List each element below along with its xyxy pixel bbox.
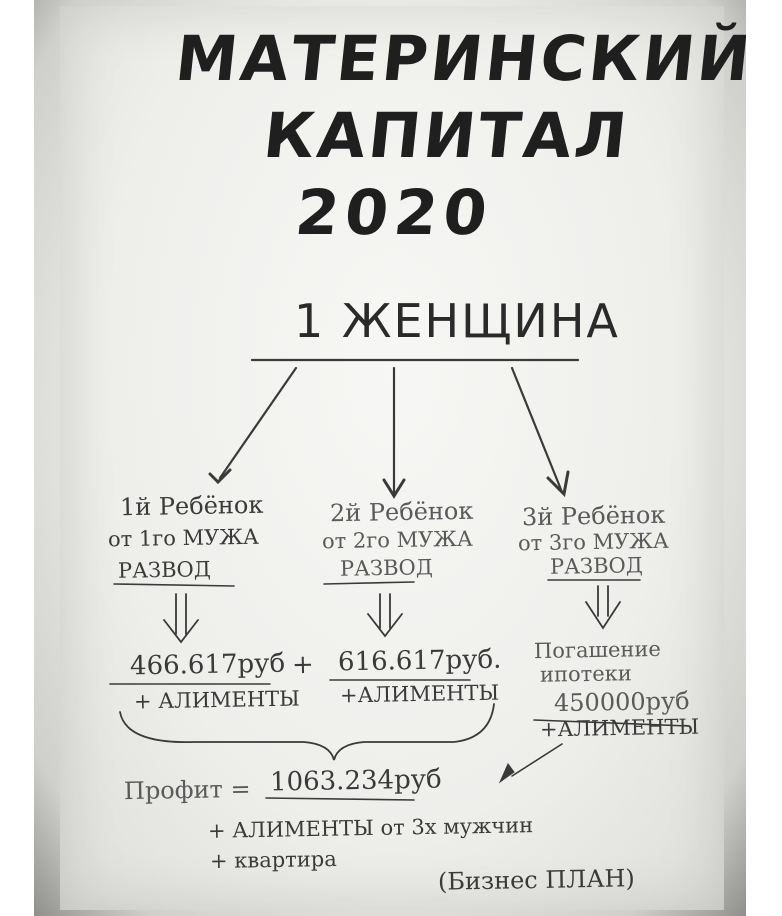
arrowhead-1	[208, 468, 232, 485]
down-arrow-3	[585, 585, 621, 630]
branch-2-extra: +АЛИМЕНТЫ	[339, 680, 500, 708]
down-arrow-1	[163, 593, 199, 644]
arrowhead-profit	[498, 763, 515, 784]
branch-3-child: 3й Ребёнок	[521, 500, 666, 532]
branch-2-source: от 2го МУЖА	[321, 526, 473, 554]
paper-sheet	[60, 6, 724, 910]
profit-extra-apartment: + квартира	[209, 846, 337, 874]
down-arrow-2	[367, 593, 403, 638]
title-line-2: КАПИТАЛ	[260, 99, 634, 172]
branch-3-amount-line-1: Погашение	[533, 636, 662, 664]
profit-extra-alimony: + АЛИМЕНТЫ от 3х мужчин	[207, 813, 534, 843]
branch-1-source: от 1го МУЖА	[107, 524, 259, 552]
arrow-branch3-to-profit	[511, 743, 563, 777]
branch-1-event: РАЗВОД	[117, 557, 212, 583]
branch-2-event: РАЗВОД	[339, 555, 434, 581]
branch-3-extra: +АЛИМЕНТЫ	[539, 714, 700, 742]
title-year: 2020	[292, 176, 497, 249]
branch-2-amount: 616.617руб.	[337, 644, 502, 678]
profit-underline	[265, 797, 415, 801]
branch-3-amount: 450000руб	[553, 686, 690, 718]
branch-3-amount-line-2: ипотеки	[539, 661, 633, 687]
root-node: 1 ЖЕНЩИНА	[294, 294, 620, 348]
arrow-to-branch-3	[510, 366, 564, 494]
profit-value: 1063.234руб	[269, 764, 442, 798]
arrowhead-2	[382, 478, 406, 499]
branch-1-underline	[113, 583, 235, 587]
hand-drawn-diagram-lines	[109, 358, 689, 801]
branch-3-source: от 3го МУЖА	[517, 528, 669, 556]
curly-brace	[119, 703, 495, 761]
branch-2-underline	[323, 581, 415, 585]
arrow-to-branch-1	[218, 366, 298, 480]
business-plan-label: (Бизнес ПЛАН)	[437, 864, 636, 896]
branch-3-event: РАЗВОД	[549, 553, 644, 579]
branch-1-extra: + АЛИМЕНТЫ	[133, 686, 301, 714]
amount-3-underline	[533, 719, 689, 727]
plus-sign: +	[291, 649, 315, 681]
photo-of-paper-sheet: МАТЕРИНСКИЙ КАПИТАЛ 2020 1 ЖЕНЩИНА 1й Ре…	[34, 0, 746, 916]
profit-label: Профит =	[123, 774, 251, 806]
branch-2-child: 2й Ребёнок	[329, 496, 474, 528]
title-line-1: МАТЕРИНСКИЙ	[172, 22, 746, 95]
arrowhead-3	[546, 470, 570, 498]
branch-1-child: 1й Ребёнок	[119, 490, 264, 522]
branch-1-amount: 466.617руб	[129, 648, 286, 682]
